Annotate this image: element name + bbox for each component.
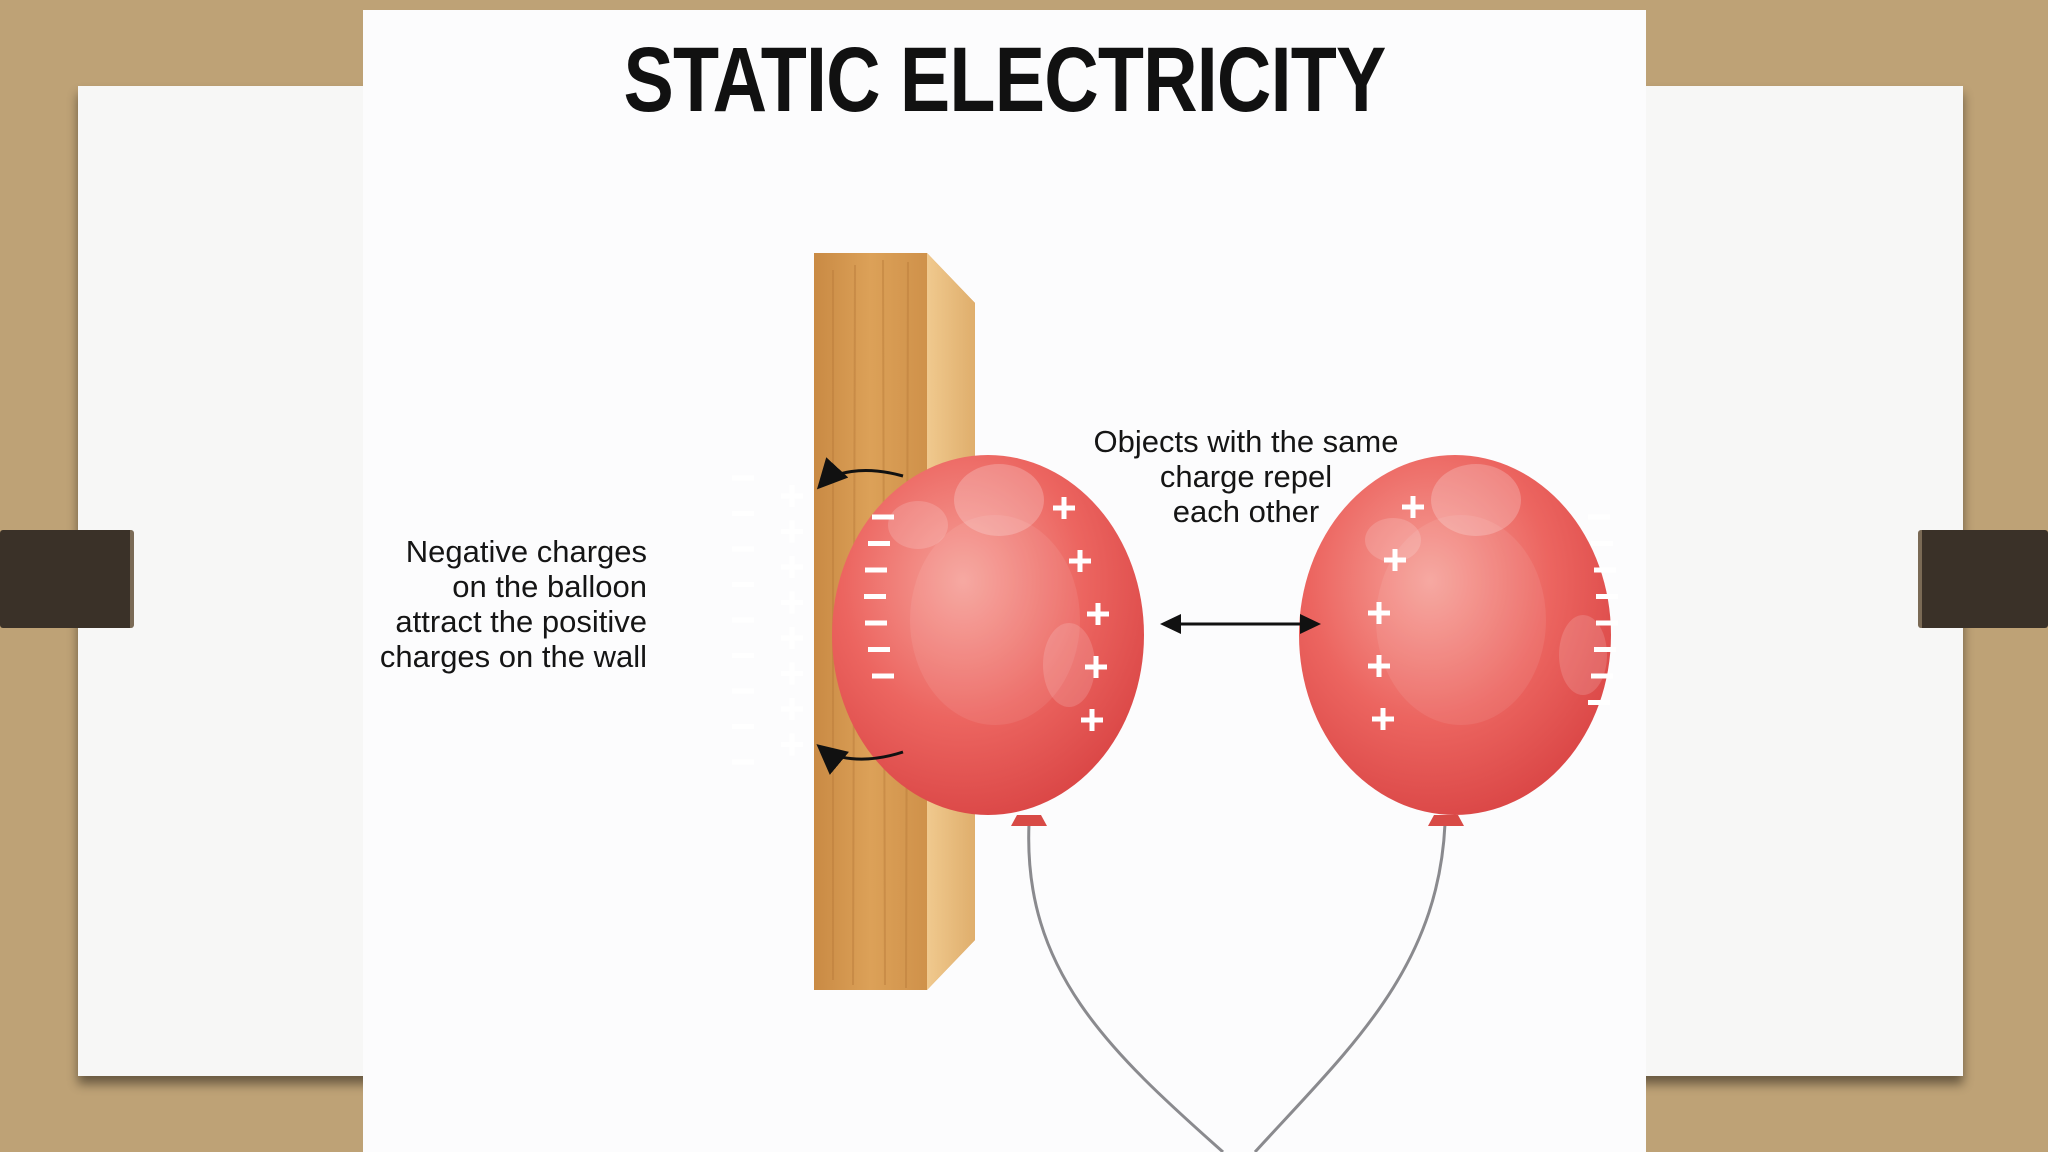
caption-repulsion: Objects with the same charge repel each … (1071, 424, 1421, 529)
wall-positive-charge (781, 627, 803, 649)
binder-clip-left (0, 530, 134, 628)
caption-attraction: Negative charges on the balloon attract … (363, 534, 647, 674)
balloon-left-positive-charge (1053, 497, 1075, 519)
balloon-left-positive-charge (1069, 550, 1091, 572)
wall-positive-charge (781, 698, 803, 720)
balloon-left-positive-charge (1087, 603, 1109, 625)
balloon-right (1299, 455, 1611, 826)
balloon-right-string (1253, 823, 1447, 1152)
attraction-arrow-top (816, 457, 904, 490)
balloon-left-negative-charge (864, 594, 886, 599)
balloon-right-negative-charge (1591, 541, 1613, 546)
balloon-left (832, 455, 1144, 826)
caption-line: each other (1172, 494, 1320, 529)
wall-negative-charge (732, 582, 754, 587)
balloon-left-negative-charge (865, 620, 887, 626)
balloon-right-positive-charge (1384, 549, 1406, 571)
balloon-right-positive-charge (1368, 602, 1390, 624)
caption-line: Negative charges (405, 534, 647, 569)
static-electricity-illustration (732, 253, 1618, 1152)
diagram-panel: STATIC ELECTRICITY (363, 10, 1646, 1152)
balloon-left-negative-charge (868, 541, 890, 546)
wall-positive-charge (781, 556, 803, 578)
balloon-right-negative-charge (1591, 673, 1613, 679)
balloon-left-positive-charge (1085, 656, 1107, 678)
caption-line: attract the positive (395, 604, 647, 639)
wall-positive-charge (781, 733, 803, 756)
repulsion-arrow (1160, 614, 1321, 634)
balloon-left-positive-charge (1081, 709, 1103, 731)
wall-positive-charge (781, 520, 803, 543)
balloon-right-negative-charge (1588, 514, 1610, 520)
binder-clip-right (1918, 530, 2048, 628)
balloon-right-positive-charge (1372, 708, 1394, 730)
balloon-right-negative-charge (1594, 567, 1616, 573)
balloon-right-negative-charge (1596, 620, 1618, 626)
wall-negative-charge (732, 653, 754, 658)
balloon-left-string (1027, 823, 1224, 1152)
wall-positive-charge (781, 485, 803, 507)
wall-negative-charge (732, 511, 754, 516)
wall-negative-charge (732, 546, 754, 552)
balloon-right-positive-charge (1368, 655, 1390, 677)
balloon-left-negative-charge (865, 567, 887, 573)
wall-negative-charge (732, 688, 754, 694)
attraction-arrow-bottom (816, 744, 904, 775)
wall-positive-charge (781, 662, 803, 685)
balloon-left-negative-charge (872, 514, 894, 520)
balloon-right-negative-charge (1594, 647, 1616, 652)
caption-line: Objects with the same (1093, 424, 1399, 459)
wall-negative-charge (732, 617, 754, 623)
caption-line: charge repel (1159, 459, 1333, 494)
balloon-right-negative-charge (1588, 700, 1610, 705)
balloon-left-negative-charge (872, 673, 894, 679)
balloon-right-positive-charge (1402, 496, 1424, 518)
balloon-left-negative-charge (868, 647, 890, 652)
wall-negative-charge (732, 475, 754, 481)
wall-negative-charge (732, 724, 754, 729)
wall-negative-charge (732, 759, 754, 765)
caption-line: charges on the wall (379, 639, 647, 674)
caption-line: on the balloon (452, 569, 647, 604)
balloon-right-negative-charge (1596, 594, 1618, 599)
wall-positive-charge (781, 591, 803, 614)
diagram-title: STATIC ELECTRICITY (623, 29, 1387, 131)
